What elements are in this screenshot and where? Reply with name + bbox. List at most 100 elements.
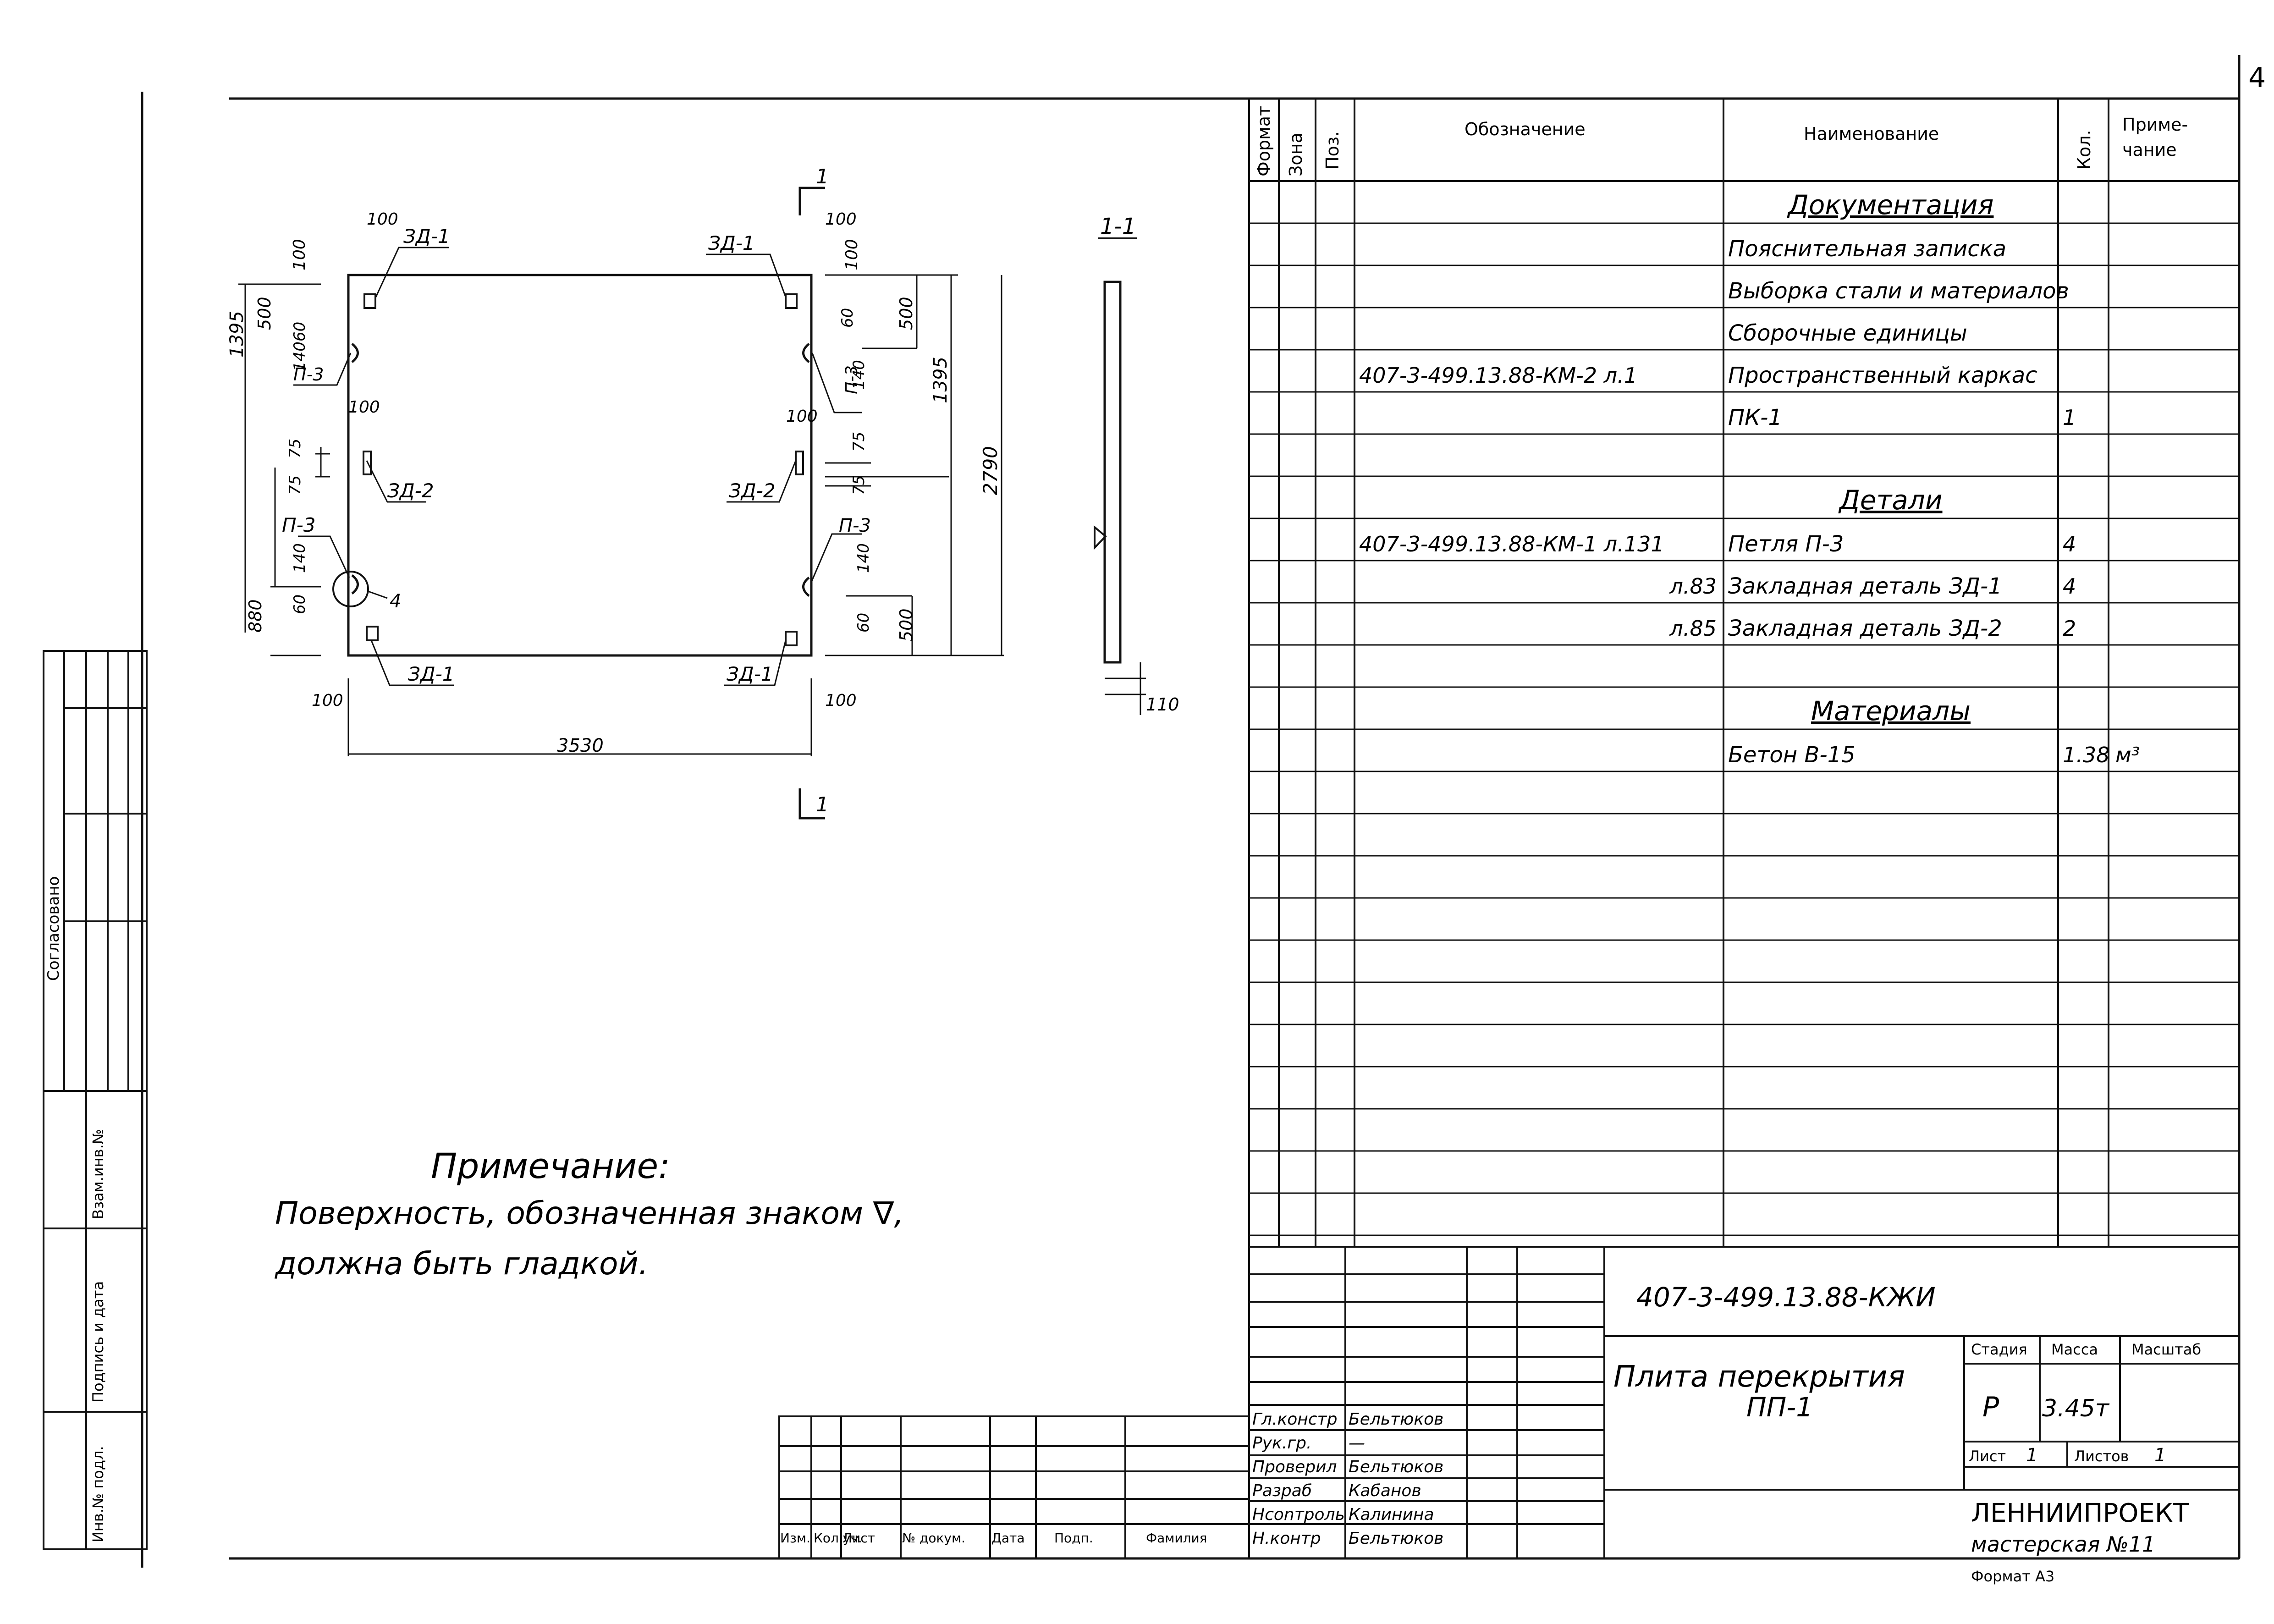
dim-100-f: 100 [825,691,857,710]
spec-row-qty: 2 [2063,616,2076,641]
revision-header: Лист [842,1530,875,1546]
sheets-value: 1 [2154,1445,2166,1466]
stage-value: Р [1982,1391,1999,1423]
agreed-label: Согласовано [44,876,63,981]
role-label: Рук.гр. [1252,1434,1311,1453]
spec-row-name: Закладная деталь ЗД-1 [1728,573,2002,599]
spec-table-grid [1248,99,2240,1247]
inv-podl-label: Инв.№ подл. [89,1446,107,1542]
revision-header: Дата [991,1530,1025,1546]
spec-row-name: Закладная деталь ЗД-2 [1728,616,2002,641]
workshop: мастерская №11 [1971,1532,2155,1557]
sheets-label: Листов [2074,1448,2129,1465]
dim-60-c: 60 [291,595,309,614]
dim-overall-height: 2790 [979,446,1002,495]
revision-header: Изм. [780,1530,810,1546]
dim-500-right-top: 500 [896,297,916,330]
spec-row-name: Пространственный каркас [1728,363,2037,388]
revision-header: Фамилия [1146,1530,1207,1546]
header-qty: Кол. [2074,130,2094,170]
label-zd1-top-right: ЗД-1 [708,232,755,254]
scale-header: Масштаб [2131,1341,2201,1358]
mass-value: 3.45т [2042,1395,2110,1422]
role-surname: Бельтюков [1349,1458,1443,1476]
stage-header: Стадия [1971,1341,2027,1358]
role-surname: Калинина [1349,1505,1434,1524]
note-line-1: Поверхность, обозначенная знаком ∇, [275,1195,904,1232]
label-zd2-right: ЗД-2 [729,479,776,502]
spec-row-qty: 1 [2063,405,2076,430]
section-mark-bottom: 1 [816,793,829,816]
zd1-plate-bottom-left [366,626,379,641]
spec-section-heading: Документация [1787,189,1994,220]
dim-75-d: 75 [850,475,868,495]
spec-row-name: Бетон В-15 [1728,742,1856,768]
dim-1395-left: 1395 [226,311,248,358]
note-title: Примечание: [431,1145,670,1186]
title-block-grid [778,1246,2240,1559]
dim-100-c: 100 [348,398,380,417]
format-label: Формат А3 [1971,1568,2054,1585]
section-profile [1103,281,1122,664]
spec-row-designation: 407-3-499.13.88-КМ-1 л.131 [1359,532,1664,556]
drawing-title-1: Плита перекрытия [1613,1360,1905,1394]
dim-overall-width: 3530 [557,735,604,756]
spec-row-lines [1249,222,2239,1236]
spec-row-name: Пояснительная записка [1728,236,2006,262]
doc-code: 407-3-499.13.88-КЖИ [1636,1282,1936,1313]
dim-100-e: 100 [312,691,343,710]
role-label: Разраб [1252,1481,1312,1500]
mass-header: Масса [2051,1341,2098,1358]
spec-row-name: Петля П-3 [1728,531,1844,557]
section-mark-top: 1 [816,165,829,188]
plan-view: 4 [226,165,1004,820]
label-zd1-top-left: ЗД-1 [403,225,450,248]
dim-100-h: 100 [842,239,861,270]
revision-header: № докум. [902,1530,965,1546]
dim-100-a: 100 [367,210,398,229]
section-view: 1-1 110 [1094,214,1179,715]
org-name: ЛЕННИИПРОЕКТ [1971,1498,2189,1528]
dim-100-b: 100 [825,210,857,229]
zd1-plate-bottom-right [785,631,798,646]
dim-75-c: 75 [850,432,868,451]
label-p3-top-right: П-3 [842,365,861,394]
dim-1395-right: 1395 [930,357,951,403]
header-format: Формат [1254,106,1274,176]
spec-header: Формат Зона Поз. Обозначение Наименовани… [1254,106,2188,176]
drawing-title-2: ПП-1 [1746,1392,1813,1423]
label-zd1-bottom-left: ЗД-1 [408,663,455,685]
zd1-plate-top-right [785,293,798,309]
label-zd1-bottom-right: ЗД-1 [727,663,773,685]
spec-section-heading: Материалы [1811,695,1971,727]
p3-loop-top-right [802,343,810,363]
role-label: Нconтроль [1252,1505,1345,1524]
dim-500-right-bottom: 500 [896,608,916,642]
role-surname: Кабанов [1349,1481,1421,1500]
role-surname: Бельтюков [1349,1410,1443,1429]
spec-row-designation: 407-3-499.13.88-КМ-2 л.1 [1359,363,1637,388]
header-name: Наименование [1804,124,1939,144]
dim-75-a: 75 [286,439,304,458]
callout-4-circle [332,571,369,607]
zd2-plate-left [363,451,372,475]
spec-row-qty: 1.38 [2063,743,2109,767]
zd2-plate-right [795,451,804,475]
dim-140-d: 140 [854,543,873,573]
section-title: 1-1 [1100,214,1136,239]
header-designation: Обозначение [1465,119,1586,139]
spec-row-designation: л.85 [1669,616,1717,641]
dim-140-a: 140 [291,341,309,371]
dim-110: 110 [1146,694,1179,715]
vzam-inv-label: Взам.инв.№ [89,1129,107,1219]
spec-row-designation: л.83 [1669,574,1717,599]
dim-60-b: 60 [838,308,857,328]
header-pos: Поз. [1322,131,1343,170]
spec-section-heading: Детали [1838,484,1942,516]
spec-row-name: Выборка стали и материалов [1728,278,2069,304]
spec-row-note: м³ [2115,743,2140,767]
sheet-corner-number: 4 [2248,62,2266,94]
callout-4: 4 [390,591,401,612]
